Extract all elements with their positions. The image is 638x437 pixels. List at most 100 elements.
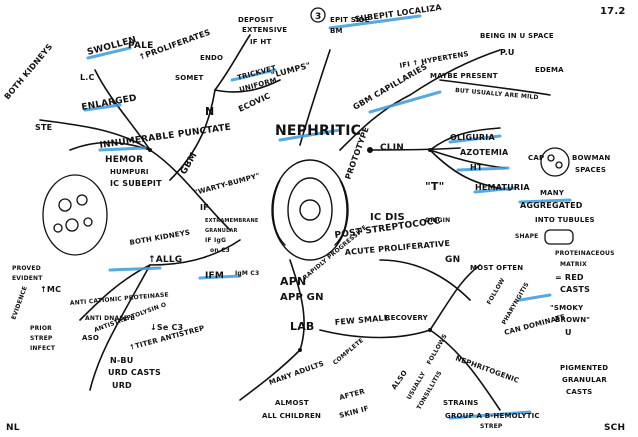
into-tubules-label: INTO TUBULES	[535, 216, 595, 224]
spaces-label: SPACES	[575, 166, 606, 174]
complete-label: COMPLETE	[332, 337, 365, 367]
extensive-label: EXTENSIVE	[242, 26, 287, 34]
warty-label: "WARTY-BUMPY"	[193, 172, 260, 197]
strains-label: STRAINS	[443, 399, 479, 407]
app-gn-label: APP GN	[280, 292, 324, 303]
deposit-label: DEPOSIT	[238, 16, 274, 24]
lc-label: L.C	[80, 73, 95, 82]
u-label: U	[565, 328, 572, 337]
pale-label: PALE	[128, 41, 153, 51]
bm-label: BM	[330, 27, 343, 35]
strep-bottom-label: STREP	[480, 423, 503, 430]
acute-prolif-label: ACUTE PROLIFERATIVE	[344, 239, 450, 257]
subepit-localiz-label: SUBEPIT LOCALIZA	[354, 3, 443, 24]
evident-label: EVIDENT	[12, 275, 43, 282]
if-ht-label: IF HT	[250, 38, 271, 46]
but-usually-label: BUT USUALLY ARE MILD	[455, 87, 539, 101]
pigmented-label: PIGMENTED	[560, 364, 608, 372]
circled-number-ring	[310, 7, 326, 23]
after-label: AFTER	[338, 387, 366, 402]
follow-label: FOLLOW	[486, 277, 507, 306]
nephritogenic-label: NEPHRITOGENIC	[454, 354, 520, 384]
azotemia-label: AZOTEMIA	[460, 148, 509, 157]
alg-label: ↑ALLG	[148, 255, 182, 265]
ic-dis-label: IC DIS	[370, 212, 405, 223]
brown-label: BROWN"	[555, 316, 590, 324]
gbm-label: GBM	[179, 151, 200, 177]
ecovic-label: ECOVIC	[237, 91, 272, 114]
gn-label: GN	[445, 255, 460, 265]
proteinaceous-label: PROTEINACEOUS	[555, 250, 615, 257]
central-title: NEPHRITIC	[275, 123, 361, 139]
evidence-label: EVIDENCE	[10, 285, 29, 320]
aggregated-label: AGGREGATED	[520, 201, 583, 210]
endo-label: ENDO	[200, 54, 223, 62]
lab-label: LAB	[290, 320, 315, 333]
cast-sketch	[540, 147, 574, 245]
pu-label: P.U	[500, 48, 515, 57]
on-c3-label: on C3	[210, 247, 230, 254]
ht-label: HT	[470, 163, 483, 172]
gbm-capillaries-label: GBM CAPILLARIES	[352, 62, 429, 112]
if-igg-label: IF IgG	[205, 237, 226, 244]
enlarged-label: ENLARGED	[81, 93, 138, 113]
strep-left-label: STREP	[30, 335, 53, 342]
extramembrane-label: EXTRAMEMBRANE	[205, 218, 259, 224]
edema-label: EDEMA	[535, 66, 564, 74]
bottom-right-initials: SCH	[604, 423, 625, 433]
circled-number: 3	[315, 12, 321, 22]
hemor-label: HEMOR	[105, 155, 143, 165]
mc-label: ↑MC	[40, 285, 61, 294]
aso-label: ASO	[82, 334, 99, 342]
many-label: MANY	[540, 189, 565, 197]
both-kidneys2-label: BOTH KIDNEYS	[129, 228, 191, 247]
epit-side-label: EPIT SIDE	[330, 16, 370, 24]
central-glomerulus-sketch	[271, 159, 349, 261]
proved-label: PROVED	[12, 265, 41, 272]
clin-label: CLIN	[380, 143, 404, 153]
granular-ce-label: GRANULAR	[205, 228, 238, 234]
granular-label: GRANULAR	[562, 376, 607, 384]
can-dominate-label: CAN DOMINATE	[503, 313, 566, 337]
skin-if-label: SKIN IF	[338, 404, 369, 420]
date-label: 17.2	[600, 6, 625, 17]
urd-label: URD	[112, 381, 132, 390]
many-adults-label: MANY ADULTS	[268, 360, 325, 387]
prior-label: PRIOR	[30, 325, 52, 332]
few-small-label: FEW SMALL	[334, 313, 389, 327]
urd-casts-label: URD CASTS	[108, 368, 161, 377]
node-dots	[148, 147, 432, 352]
nbu-label: N-BU	[110, 356, 133, 365]
group-a-label: GROUP A B-HEMOLYTIC	[445, 412, 540, 420]
red-label: = RED	[555, 273, 584, 282]
c3-label: ↓Se C3	[150, 323, 183, 332]
oliguria-label: OLIGURIA	[450, 133, 495, 142]
all-children-label: ALL CHILDREN	[262, 412, 321, 420]
matrix-label: MATRIX	[560, 261, 587, 268]
most-often-label: MOST OFTEN	[470, 264, 523, 272]
casts2-label: CASTS	[566, 388, 592, 396]
blue-highlights	[83, 14, 572, 420]
ifm-label: IFM	[205, 271, 224, 281]
being-in-space-label: BEING IN U SPACE	[480, 32, 554, 40]
origin-label: ORIGIN	[425, 217, 450, 224]
somet-label: SOMET	[175, 74, 204, 82]
ic-subepit-label: IC SUBEPIT	[110, 179, 162, 188]
bottom-left-initials: NL	[6, 423, 20, 433]
pharyngitis-label: PHARYNGITIS	[501, 281, 531, 326]
bowman-label: BOWMAN	[572, 154, 610, 162]
also-label: ALSO	[390, 369, 409, 391]
ifm-c3-label: IgM C3	[235, 270, 259, 277]
maybe-present-label: MAYBE PRESENT	[430, 72, 498, 80]
apn-label: APN	[280, 275, 306, 288]
innumerable-label: INNUMERABLE PUNCTATE	[99, 123, 232, 151]
cap-label: CAP	[528, 154, 544, 162]
lumps-label: "LUMPS"	[270, 61, 312, 80]
shape-label: SHAPE	[515, 233, 538, 240]
left-glomerulus-sketch	[42, 174, 108, 256]
casts-label: CASTS	[560, 285, 590, 294]
t-marker: "T"	[425, 180, 445, 193]
follows-label: FOLLOWS	[426, 333, 449, 366]
infect-label: INFECT	[30, 345, 56, 352]
